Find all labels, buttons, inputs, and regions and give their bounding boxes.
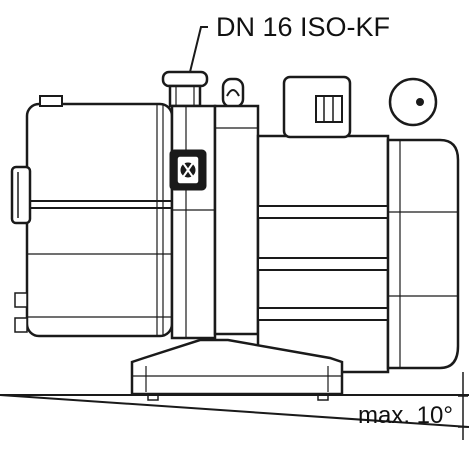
tilt-indicator bbox=[0, 372, 469, 440]
flange-label: DN 16 ISO-KF bbox=[216, 12, 390, 42]
pump-block bbox=[170, 104, 217, 340]
sight-glass-icon bbox=[388, 77, 438, 127]
flange-port-icon bbox=[161, 70, 209, 108]
coupling-housing bbox=[213, 104, 260, 336]
tilt-label: max. 10° bbox=[358, 402, 453, 429]
terminal-box-icon bbox=[282, 75, 352, 139]
gas-ballast-valve-icon bbox=[169, 149, 207, 191]
fan-cover-icon bbox=[386, 138, 460, 370]
oil-housing bbox=[10, 95, 174, 338]
flange-leader-line bbox=[189, 26, 208, 73]
motor-body bbox=[256, 134, 390, 374]
